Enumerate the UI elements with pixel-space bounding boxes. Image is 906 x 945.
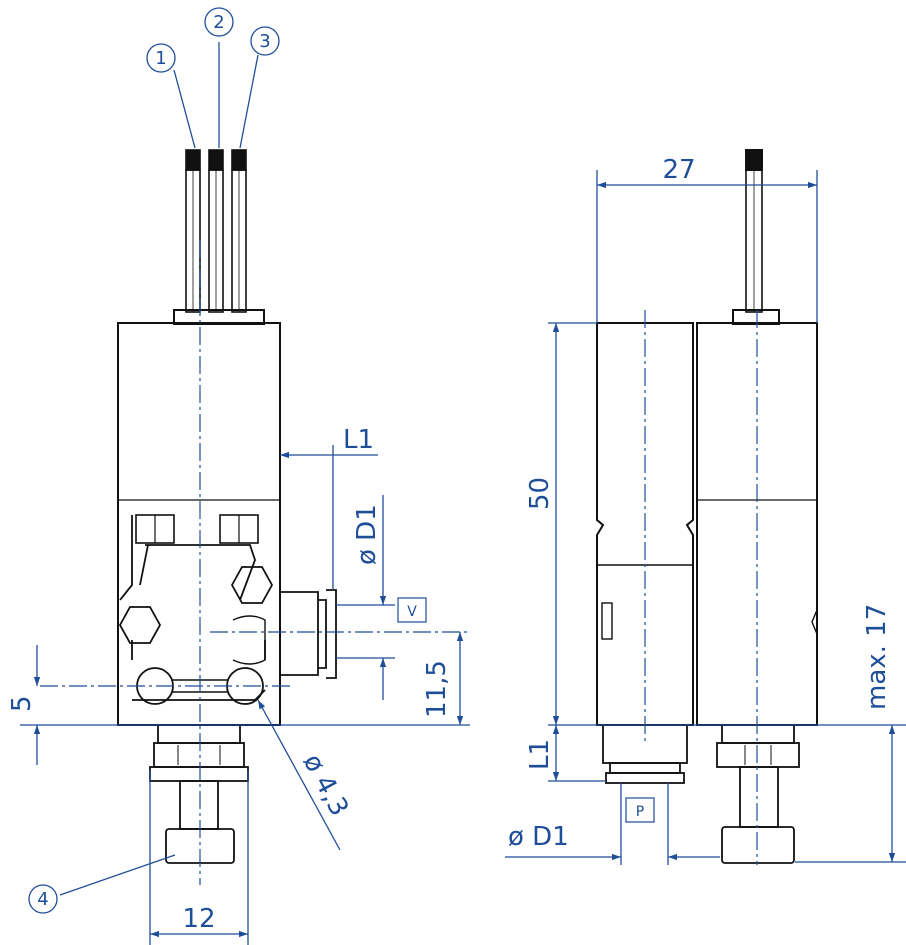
callout-4: 4 xyxy=(28,884,58,914)
svg-text:3: 3 xyxy=(259,31,270,52)
port-label-v: V xyxy=(397,597,427,623)
side-dim-l1: L1 xyxy=(525,739,555,770)
callout-3: 3 xyxy=(250,26,280,56)
side-dim-max17: max. 17 xyxy=(862,604,892,710)
front-dim-hole: ø 4,3 xyxy=(297,749,354,821)
svg-text:V: V xyxy=(407,604,417,620)
side-dim-27: 27 xyxy=(662,155,695,185)
side-centerlines xyxy=(644,310,758,865)
port-label-p: P xyxy=(625,797,655,823)
wire-bundle xyxy=(185,149,247,313)
svg-text:1: 1 xyxy=(155,48,166,69)
callout-2: 2 xyxy=(204,7,234,37)
front-dim-5: 5 xyxy=(7,695,37,712)
front-dim-12: 12 xyxy=(182,904,215,934)
side-bottom-fitting xyxy=(716,724,800,864)
front-dim-11-5: 11,5 xyxy=(422,660,452,718)
svg-text:2: 2 xyxy=(213,12,224,33)
side-dimensions xyxy=(505,170,906,865)
svg-text:4: 4 xyxy=(37,889,48,910)
front-dimensions xyxy=(20,42,470,945)
svg-text:P: P xyxy=(636,804,644,820)
port-fitting-v xyxy=(280,589,337,679)
front-view xyxy=(117,149,337,864)
hex-nut-left xyxy=(118,606,162,644)
side-dim-50: 50 xyxy=(525,477,555,510)
front-centerlines xyxy=(40,240,470,885)
side-view xyxy=(596,149,818,864)
bottom-fitting xyxy=(149,724,249,864)
callout-1: 1 xyxy=(146,43,176,73)
front-dim-d1: ø D1 xyxy=(352,504,382,565)
front-dim-l1: L1 xyxy=(343,425,374,455)
hex-nut-right xyxy=(230,566,274,604)
side-dim-d1: ø D1 xyxy=(508,822,569,852)
valve-body xyxy=(117,322,281,726)
